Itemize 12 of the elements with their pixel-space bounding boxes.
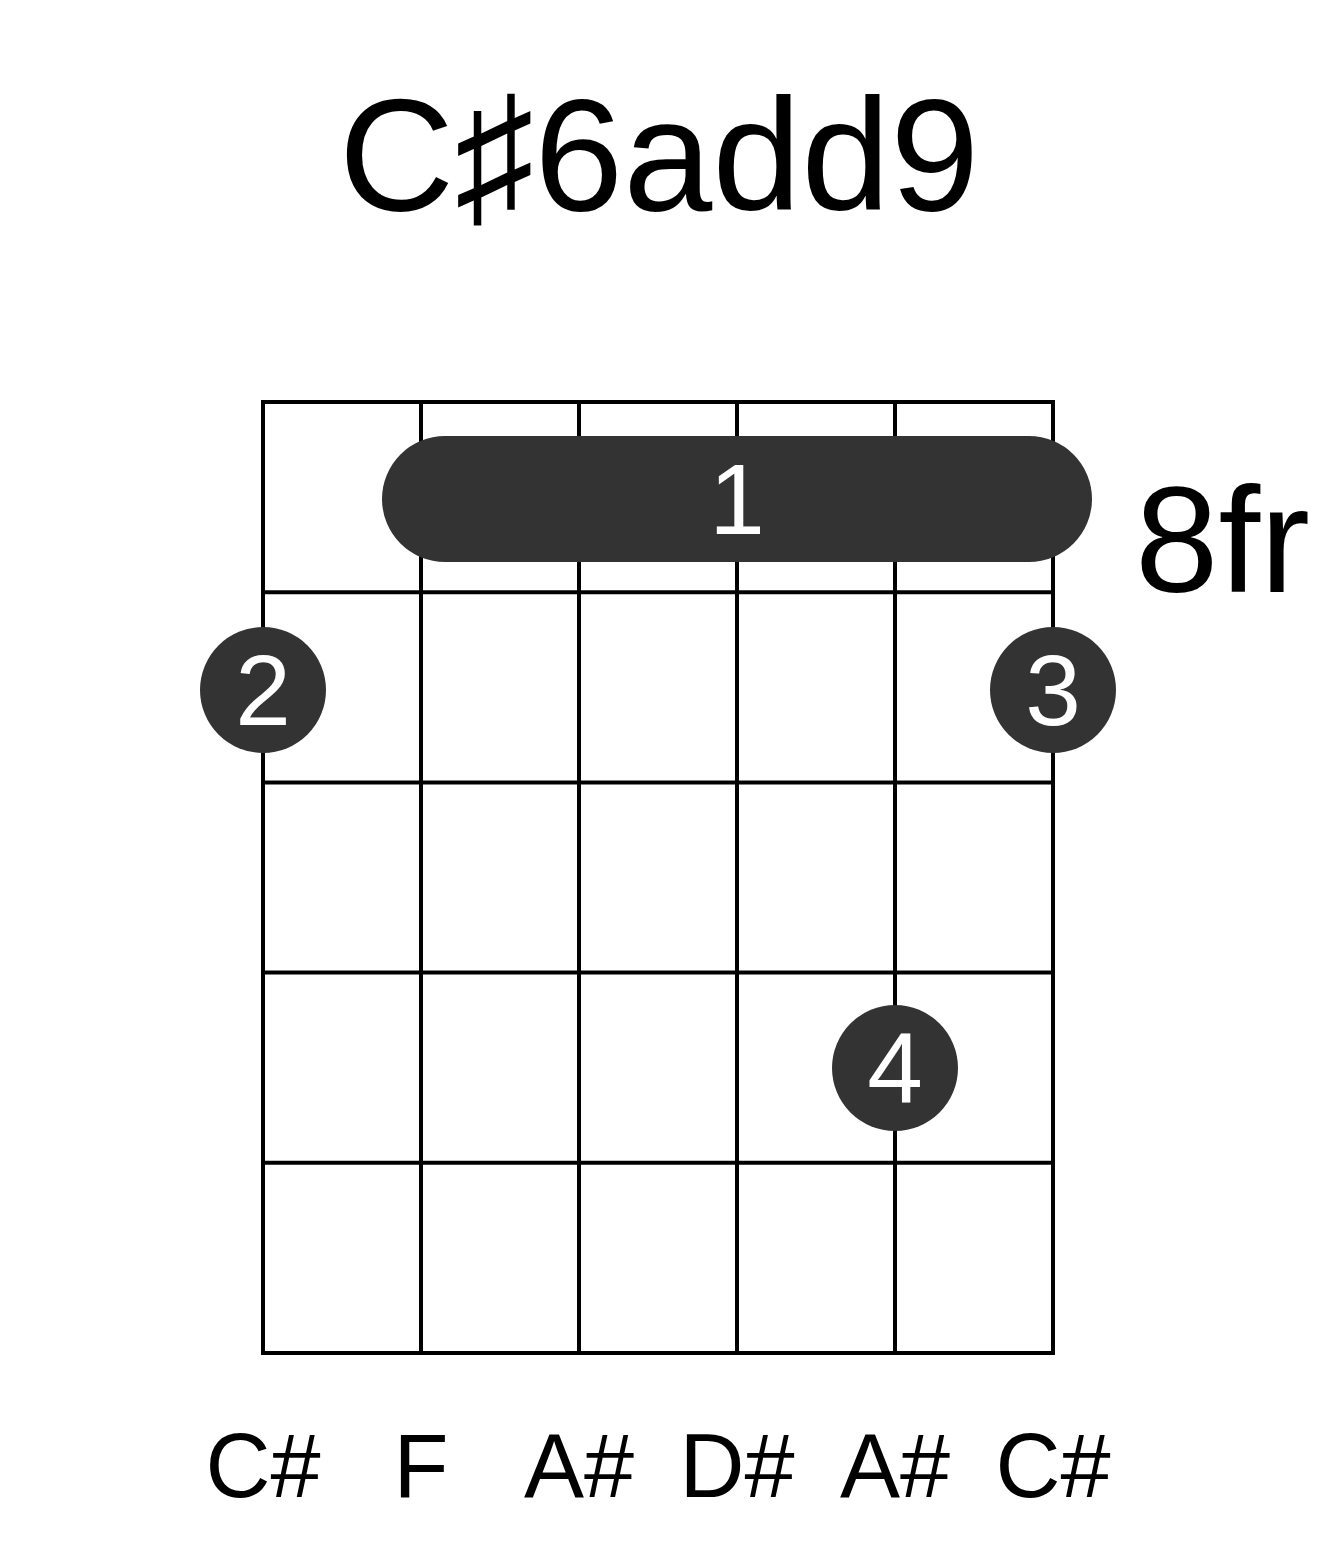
chord-title: C♯6add9 — [338, 75, 980, 235]
fret-position-label: 8fr — [1135, 465, 1311, 615]
string-note-label: A# — [523, 1421, 635, 1511]
string-note-label: F — [393, 1421, 449, 1511]
barre-bar: 1 — [382, 436, 1092, 562]
finger-dot: 3 — [990, 627, 1116, 753]
string-note-label: C# — [995, 1421, 1111, 1511]
string-note-label: A# — [839, 1421, 951, 1511]
string-note-label: D# — [679, 1421, 795, 1511]
finger-dot: 4 — [832, 1005, 958, 1131]
string-note-label: C# — [205, 1421, 321, 1511]
finger-dot: 2 — [200, 627, 326, 753]
